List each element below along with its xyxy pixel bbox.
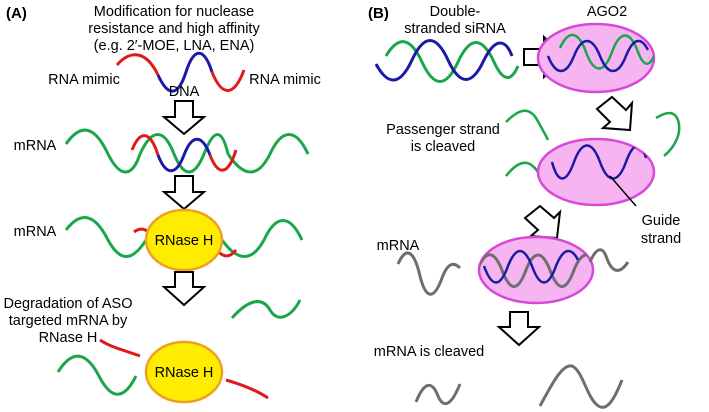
- passenger-fragment-right: [655, 111, 681, 157]
- mrna-gray-inside: [479, 253, 593, 288]
- passenger-text-line-2: is cleaved: [411, 139, 475, 155]
- guide-text-line-1: Guide: [642, 213, 681, 229]
- guide-text-line-2: strand: [641, 231, 681, 247]
- degraded-aso-fragment-left: [99, 338, 141, 358]
- guide-strand: [550, 144, 648, 180]
- ago2-1-blue-strand: [546, 39, 650, 73]
- degradation-text-line-2: targeted mRNA by: [9, 313, 128, 329]
- passenger-fragment-left: [505, 109, 550, 141]
- mrna-cleaved-label: mRNA is cleaved: [374, 344, 484, 360]
- mrna-strand-1: [64, 128, 142, 174]
- degradation-text-line-3: RNase H: [39, 330, 98, 346]
- mrna-label-1: mRNA: [14, 138, 57, 154]
- modification-text-line-2: resistance and high affinity: [88, 21, 260, 37]
- rnase-h-label-1: RNase H: [155, 233, 214, 249]
- aso-rna-mimic-right: [210, 69, 246, 92]
- rnase-h-enzyme-2: [144, 340, 224, 404]
- dna-label: DNA: [169, 84, 200, 100]
- sirna-green-strand: [384, 40, 520, 83]
- panel-a-label: (A): [6, 5, 27, 22]
- aso-dna-gap: [156, 51, 214, 93]
- mrna-label-b: mRNA: [377, 238, 420, 254]
- rnase-h-enzyme-1: [144, 208, 224, 272]
- mrna-strand-1-right: [226, 133, 310, 174]
- double-stranded-text-line-1: Double-: [430, 4, 481, 20]
- rna-mimic-right-label: RNA mimic: [249, 72, 321, 88]
- passenger-text-line-1: Passenger strand: [386, 122, 500, 138]
- cleaved-mrna-fragment-left: [414, 383, 462, 406]
- double-stranded-text-line-2: stranded siRNA: [404, 21, 506, 37]
- ago2-1-green-strand: [558, 33, 654, 70]
- mrna-strand-2-right: [220, 219, 304, 258]
- ago2-complex-1: [536, 22, 656, 94]
- mrna-strand-2-left: [64, 216, 148, 258]
- guide-strand-callout-line: [609, 175, 637, 207]
- cleaved-mrna-fragment-right: [538, 364, 624, 409]
- degraded-mrna-fragment-right: [230, 299, 302, 319]
- modification-text-line-3: (e.g. 2′-MOE, LNA, ENA): [94, 38, 255, 54]
- passenger-fragment-bottom: [505, 161, 542, 177]
- arrow-down-left-2: [523, 204, 562, 240]
- modification-text-line-1: Modification for nuclease: [94, 4, 254, 20]
- aso-hybrid-red-left: [130, 134, 160, 156]
- degraded-aso-fragment-right: [225, 378, 269, 400]
- rna-mimic-left-label: RNA mimic: [48, 72, 120, 88]
- ago2-complex-2: [536, 137, 656, 207]
- arrow-down-left-1: [595, 95, 634, 132]
- rnase-h-label-2: RNase H: [155, 365, 214, 381]
- sirna-blue-strand: [374, 39, 514, 82]
- aso-hybrid-blue: [156, 137, 212, 173]
- mrna-label-2: mRNA: [14, 224, 57, 240]
- aso-hybrid-red-right: [208, 149, 238, 172]
- degradation-text-line-1: Degradation of ASO: [4, 296, 133, 312]
- arrow-down-3: [161, 271, 207, 307]
- degraded-mrna-fragment-left: [56, 354, 138, 396]
- aso-rna-mimic-left: [115, 53, 160, 76]
- panel-b-label: (B): [368, 5, 389, 22]
- arrow-down-2: [161, 175, 207, 211]
- ago2-label: AGO2: [587, 4, 627, 20]
- mrna-gray-left: [396, 251, 462, 296]
- arrow-down-4: [496, 311, 542, 347]
- ago2-complex-3: [477, 235, 595, 305]
- arrow-down-1: [161, 100, 207, 136]
- guide-strand-bound: [482, 249, 580, 284]
- mrna-gray-right: [588, 248, 630, 272]
- aso-hybrid-green: [138, 133, 230, 174]
